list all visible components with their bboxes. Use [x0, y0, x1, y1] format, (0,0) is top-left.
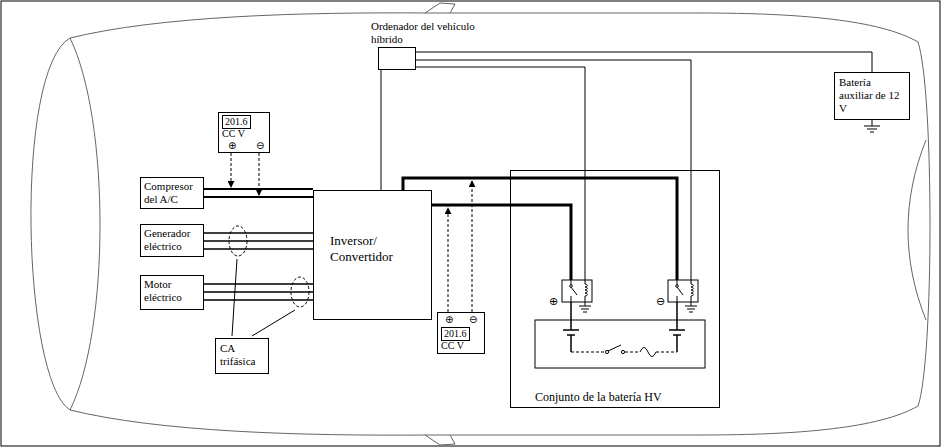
component-box: Batería auxiliar de 12 V [834, 72, 910, 120]
component-label: 201.6 [222, 115, 251, 129]
service-plug [608, 345, 621, 351]
probe-arrow [448, 208, 449, 312]
wire [416, 60, 691, 170]
component-label: CC V [222, 128, 245, 140]
hv-cable [510, 178, 677, 280]
terminal-sign: ⊖ [656, 295, 665, 308]
car-outline [31, 13, 930, 435]
probe-arrow [231, 153, 232, 187]
component-box: Generador eléctrico [140, 224, 204, 257]
leader-line [252, 310, 295, 336]
component-label: Ordenador del vehículo híbrido [371, 20, 495, 46]
control-wire [585, 170, 586, 280]
cell-string [571, 352, 677, 353]
component-label: ⊕ [228, 140, 236, 152]
component-label: Batería auxiliar de 12 V [839, 76, 905, 116]
battery-cell [563, 302, 579, 352]
relay-coil [691, 280, 693, 302]
ground-symbol [579, 302, 591, 312]
component-box: 201.6CC V⊕ ⊖ [218, 112, 270, 153]
hv-cable [510, 205, 571, 280]
leader-line [232, 259, 237, 336]
wire [416, 52, 872, 72]
component-label: Inversor/ Convertidor [330, 233, 423, 264]
component-box: Inversor/ Convertidor [313, 190, 432, 320]
component-box: Ordenador del vehículo híbrido [378, 47, 416, 70]
component-label: CC V [441, 340, 464, 352]
relay-switch [677, 280, 683, 302]
car-mirror [425, 435, 455, 445]
probe-arrow [472, 181, 473, 312]
component-box: ⊕ ⊖201.6CC V [437, 312, 485, 354]
wire [204, 284, 313, 300]
component-box: CA trifásica [215, 338, 269, 374]
terminal-sign: ⊕ [549, 295, 558, 308]
battery-module [535, 320, 705, 368]
relay-contact [676, 285, 679, 288]
relay-contact [570, 285, 573, 288]
component-label: 201.6 [441, 327, 470, 341]
component-box: Compresor del A/C [140, 177, 204, 209]
wire [432, 204, 510, 207]
car-hood-line [70, 38, 100, 410]
wire [403, 178, 510, 190]
battery-cell [669, 302, 685, 352]
wire [204, 189, 313, 197]
relay-coil [585, 280, 587, 302]
car-mirror [425, 3, 455, 13]
fuse-symbol [640, 348, 656, 357]
component-label: Compresor del A/C [144, 180, 200, 206]
ground-symbol [685, 302, 697, 312]
component-label: Conjunto de la batería HV [535, 390, 665, 404]
component-label: Generador eléctrico [144, 227, 200, 253]
component-box: Motor eléctrico [140, 275, 204, 310]
wire [381, 70, 382, 190]
relay [668, 280, 698, 302]
car-rear-line [908, 140, 926, 320]
component-label: Motor eléctrico [144, 278, 200, 304]
relay-switch [571, 280, 577, 302]
component-box: Conjunto de la batería HV [510, 170, 720, 408]
component-label: ⊕ [445, 314, 453, 326]
component-label: CA trifásica [220, 342, 264, 368]
wire [416, 67, 585, 170]
control-wire [691, 170, 692, 280]
component-label: ⊖ [469, 314, 477, 326]
wire [204, 233, 313, 249]
relay [562, 280, 592, 302]
service-plug [621, 350, 624, 353]
component-label: ⊖ [256, 140, 264, 152]
